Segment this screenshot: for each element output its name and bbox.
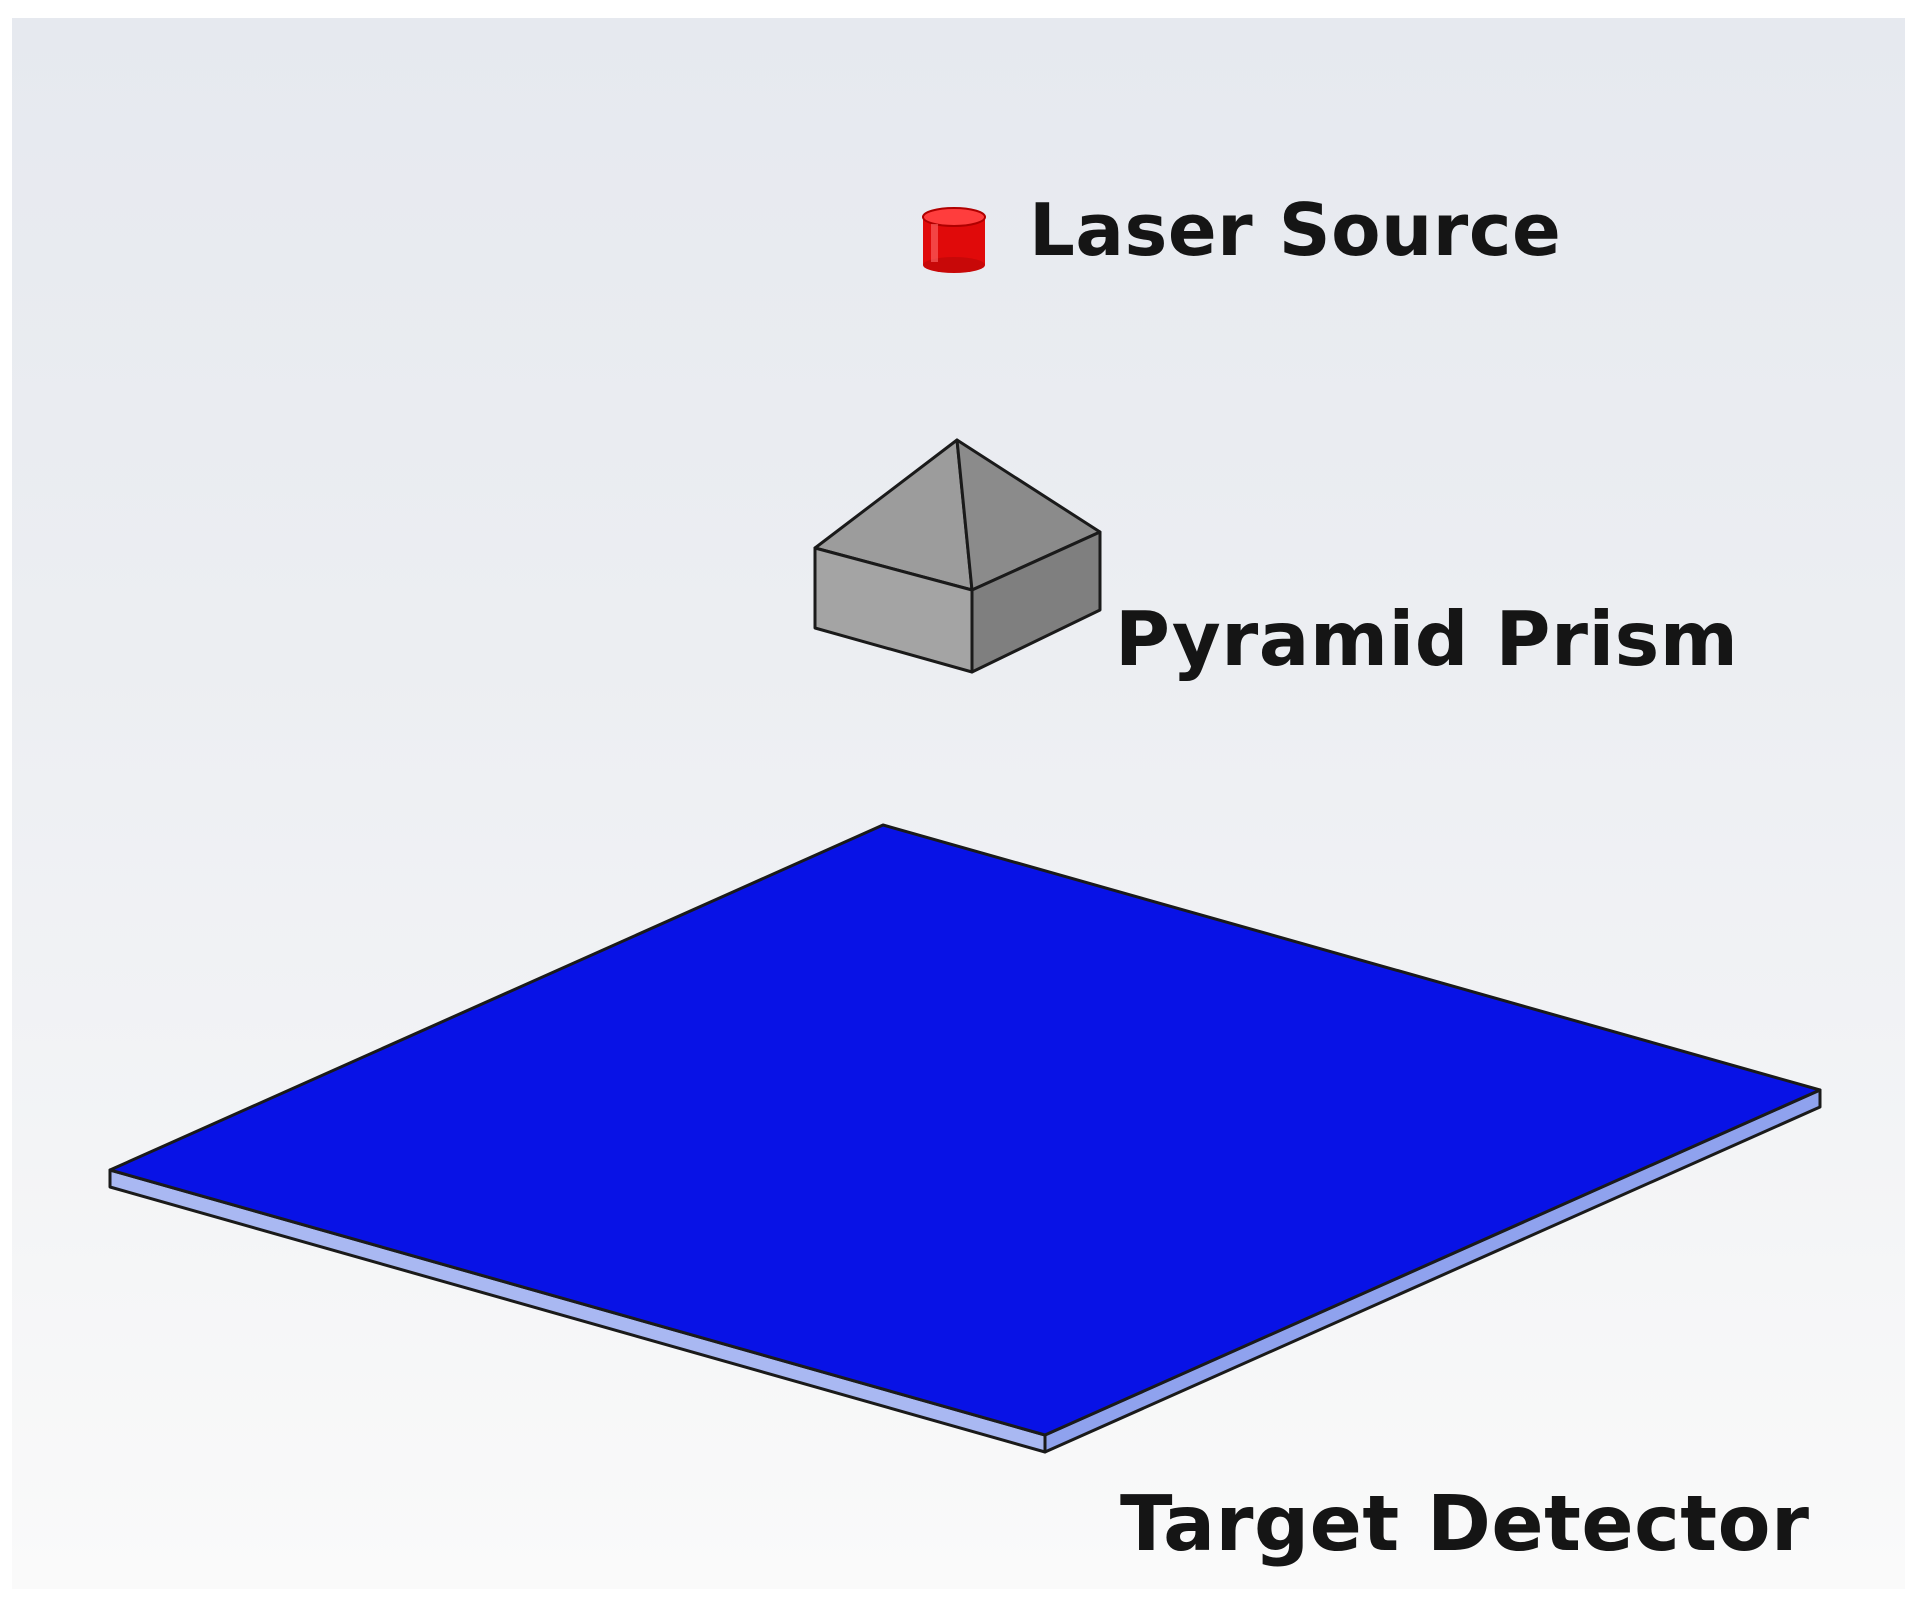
target-detector-icon [108,823,1822,1454]
pyramid-prism-label: Pyramid Prism [1115,595,1739,683]
laser-source-icon [922,207,986,273]
laser-source-bottom [923,257,985,273]
detector-top-surface [108,823,1822,1437]
laser-source-label: Laser Source [1029,188,1562,272]
prism-front-right-face [970,530,1102,674]
laser-source-top [922,207,986,227]
laser-source-highlight [931,224,938,262]
pyramid-prism-icon [813,438,1102,674]
target-detector-label: Target Detector [1120,1480,1810,1569]
